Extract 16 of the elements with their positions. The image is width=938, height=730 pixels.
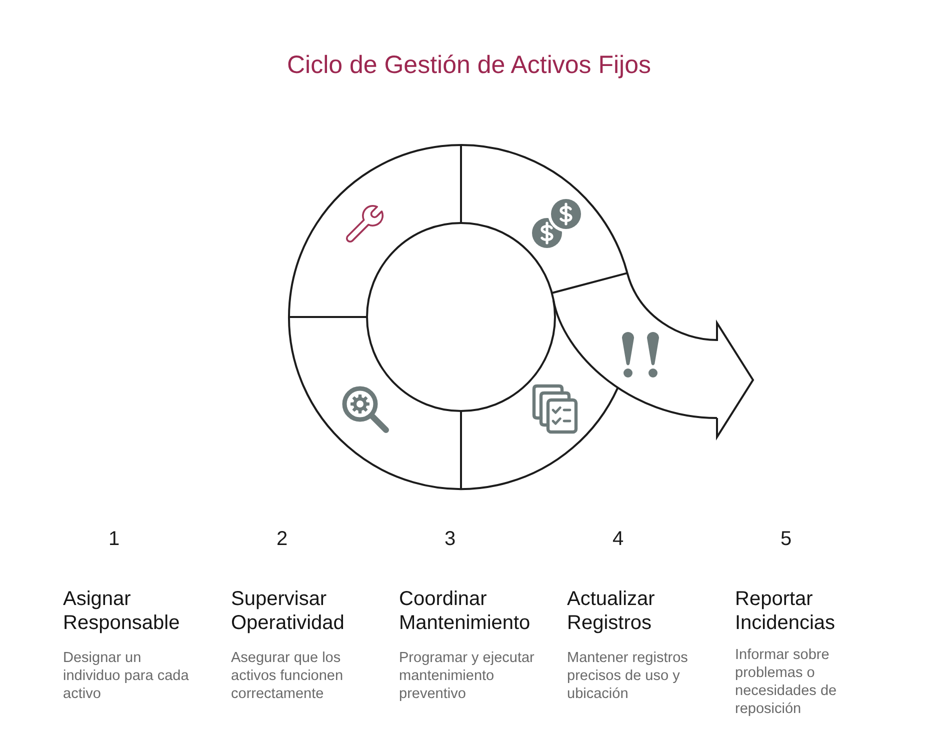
step-description: Programar y ejecutar mantenimiento preventivo	[399, 649, 536, 703]
step-number: 5	[780, 527, 792, 551]
step-description: Asegurar que los activos funcionen correctamente	[231, 649, 344, 703]
step-description: Designar un individuo para cada activo	[63, 649, 190, 703]
title: Ciclo de Gestión de Activos Fijos	[286, 50, 652, 80]
step-number: 2	[276, 527, 288, 551]
step-number: 4	[612, 527, 624, 551]
step-description: Informar sobre problemas o necesidades de reposición	[735, 646, 838, 718]
step-heading: Actualizar Registros	[567, 587, 656, 635]
step-number: 1	[108, 527, 120, 551]
step-heading: Coordinar Mantenimiento	[399, 587, 532, 635]
step-description: Mantener registros precisos de uso y ubicación	[567, 649, 689, 703]
step-heading: Supervisar Operatividad	[231, 587, 346, 635]
step-heading: Asignar Responsable	[63, 587, 181, 635]
step-number: 3	[444, 527, 456, 551]
step-heading: Reportar Incidencias	[735, 587, 836, 635]
